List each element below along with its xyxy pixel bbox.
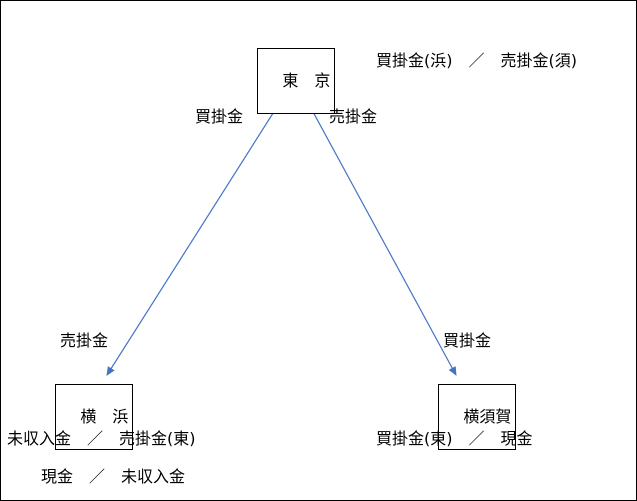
yokohama-journal-entry-2: 現金 ／ 未収入金 <box>41 467 186 486</box>
edge-tokyo-yokosuka-label-top: 売掛金 <box>329 107 378 126</box>
edge-tokyo-yokosuka-label-bottom: 買掛金 <box>443 331 492 350</box>
tokyo-journal-entry: 買掛金(浜) ／ 売掛金(須) <box>376 51 577 70</box>
node-tokyo-label: 東 京 <box>282 71 331 90</box>
node-yokohama-label: 横 浜 <box>80 407 129 426</box>
yokohama-journal-entry-1: 未収入金 ／ 売掛金(東) <box>7 429 196 448</box>
yokosuka-journal-entry: 買掛金(東) ／ 現金 <box>376 429 533 448</box>
edge-tokyo-yokohama-label-bottom: 売掛金 <box>60 331 109 350</box>
edge-tokyo-yokohama-label-top: 買掛金 <box>195 107 244 126</box>
arrow-tokyo-yokosuka <box>305 98 457 376</box>
node-yokosuka-label: 横須賀 <box>463 407 512 426</box>
node-yokosuka: 横須賀 <box>438 384 517 450</box>
node-tokyo: 東 京 <box>257 48 336 114</box>
arrow-tokyo-yokohama <box>106 98 283 376</box>
node-yokohama: 横 浜 <box>55 384 134 450</box>
